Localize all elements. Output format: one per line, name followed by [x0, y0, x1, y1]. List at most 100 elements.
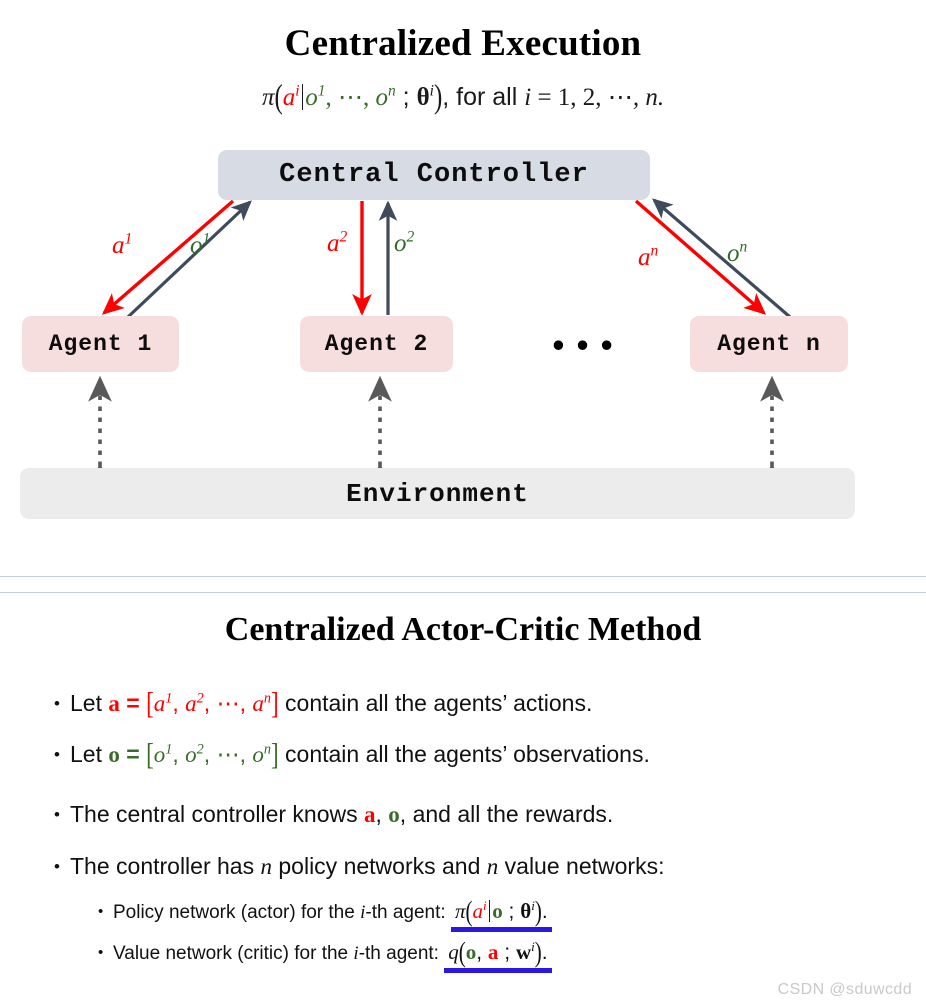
s1-period: .	[541, 900, 548, 923]
edge-label-a2: a2	[327, 228, 348, 257]
b1-an: a	[252, 691, 264, 716]
b3-prefix: The central controller knows	[70, 801, 365, 827]
agent-2-node[interactable]: Agent 2	[300, 316, 453, 372]
b4-n-1: n	[260, 854, 272, 879]
b2-on-sup: n	[263, 741, 271, 758]
formula-semicolon: ;	[402, 83, 410, 111]
s1-theta-sup: i	[531, 898, 535, 913]
s2-w-sup: i	[531, 939, 535, 954]
b2-comma-3: ,	[239, 741, 253, 767]
formula-obs-superscript-n: n	[387, 82, 396, 100]
edge-label-on: on	[727, 238, 748, 267]
b1-bracket-close: ]	[270, 686, 279, 721]
formula-obs-symbol-n: o	[375, 84, 388, 111]
b1-prefix: Let	[70, 690, 109, 716]
s2-middle: -th agent:	[358, 943, 445, 964]
conditional-bar	[301, 83, 304, 110]
formula-theta-superscript: i	[429, 82, 434, 100]
b1-bracket-open: [	[146, 686, 154, 721]
environment-node[interactable]: Environment	[20, 468, 855, 519]
b1-comma-1: ,	[172, 690, 186, 716]
formula-theta-symbol: θ	[416, 84, 430, 111]
paren-close: )	[433, 79, 443, 116]
b2-comma-2: ,	[203, 741, 217, 767]
s2-comma: ,	[476, 941, 488, 964]
formula-tail-dots: ⋯	[607, 84, 633, 111]
b1-a2-sup: 2	[196, 690, 204, 707]
section-divider-top	[0, 576, 926, 577]
agent-1-node[interactable]: Agent 1	[22, 316, 179, 372]
section-title: Centralized Actor-Critic Method	[224, 611, 702, 648]
edge-label-o1: o1	[190, 230, 211, 259]
b2-on: o	[252, 742, 264, 767]
edge-label-a1: a1	[112, 230, 133, 259]
centralized-actor-critic-slide: Centralized Actor-Critic Method • Let a =…	[0, 593, 926, 1007]
bullet-item-actions: •Let a = [a1, a2, ⋯, an] contain all the…	[54, 686, 914, 720]
bullet-marker: •	[54, 857, 60, 876]
formula-index-values: = 1, 2,	[531, 84, 608, 111]
b2-o1: o	[153, 742, 166, 767]
bullet-marker: •	[54, 745, 60, 764]
b2-dots: ⋯	[216, 742, 240, 767]
b2-equals: =	[119, 741, 147, 767]
s2-q: q	[448, 940, 459, 964]
s2-prefix: Value network (critic) for the	[113, 943, 354, 964]
formula-action-superscript: i	[295, 82, 300, 100]
paren-open: (	[274, 79, 283, 116]
bullet-item-network-counts: •The controller has n policy networks an…	[54, 853, 914, 880]
s1-index-i: i	[360, 902, 366, 923]
subbullet-policy-network: •Policy network (actor) for the i-th age…	[98, 895, 918, 932]
b1-dots: ⋯	[216, 691, 240, 716]
b1-a2: a	[185, 691, 197, 716]
page-title: Centralized Execution	[284, 23, 642, 64]
agent-n-node[interactable]: Agent n	[690, 316, 848, 372]
s1-action: a	[472, 899, 483, 923]
central-controller-node[interactable]: Central Controller	[218, 150, 650, 200]
b3-postfix: , and all the rewards.	[399, 801, 614, 827]
edge-label-o2: o2	[394, 228, 415, 257]
bullet-marker: •	[54, 694, 60, 713]
s2-index-i: i	[353, 943, 359, 964]
s2-obs-vector: o	[465, 940, 477, 964]
formula-tail: , for all	[442, 83, 525, 111]
formula-obs-comma-1: ,	[325, 84, 338, 111]
s1-pi: π	[454, 899, 466, 923]
b1-vector-a: a	[108, 691, 120, 716]
s1-paren-open: (	[465, 894, 473, 928]
formula-obs-superscript-1: 1	[317, 82, 326, 100]
s1-prefix: Policy network (actor) for the	[113, 902, 361, 923]
s2-paren-open: (	[458, 935, 466, 969]
s2-paren-close: )	[534, 935, 542, 969]
s2-action-vector: a	[487, 940, 499, 964]
b1-postfix: contain all the agents’ actions.	[278, 690, 593, 716]
formula-obs-dots: ⋯	[337, 84, 363, 111]
s1-semicolon: ;	[508, 900, 515, 923]
b2-o2: o	[185, 742, 197, 767]
formula-obs-comma-2: ,	[362, 84, 376, 111]
b1-a1: a	[153, 691, 166, 716]
formula-obs-symbol-1: o	[305, 84, 318, 111]
b2-postfix: contain all the agents’ observations.	[278, 741, 650, 767]
formula-pi: π	[261, 84, 275, 111]
b4-prefix: The controller has	[70, 853, 261, 879]
s2-period: .	[541, 941, 548, 964]
b2-bracket-open: [	[146, 737, 154, 772]
watermark: CSDN @sduwcdd	[777, 981, 912, 998]
b4-n-2: n	[486, 854, 499, 879]
b3-vector-a: a	[364, 802, 376, 827]
b1-comma-3: ,	[239, 690, 253, 716]
b1-equals: =	[119, 690, 147, 716]
s1-middle: -th agent:	[365, 902, 451, 923]
s1-conditional-bar	[488, 899, 491, 922]
s2-semicolon: ;	[504, 941, 511, 964]
s2-w: w	[515, 940, 532, 964]
bullet-item-controller-knows: •The central controller knows a, o, and …	[54, 801, 914, 828]
s1-theta: θ	[520, 899, 532, 923]
value-network-formula: q(o, a ; wi).	[444, 936, 552, 973]
bullet-marker: •	[98, 944, 104, 961]
s1-action-sup: i	[482, 898, 487, 913]
formula-action-symbol: a	[282, 84, 296, 111]
